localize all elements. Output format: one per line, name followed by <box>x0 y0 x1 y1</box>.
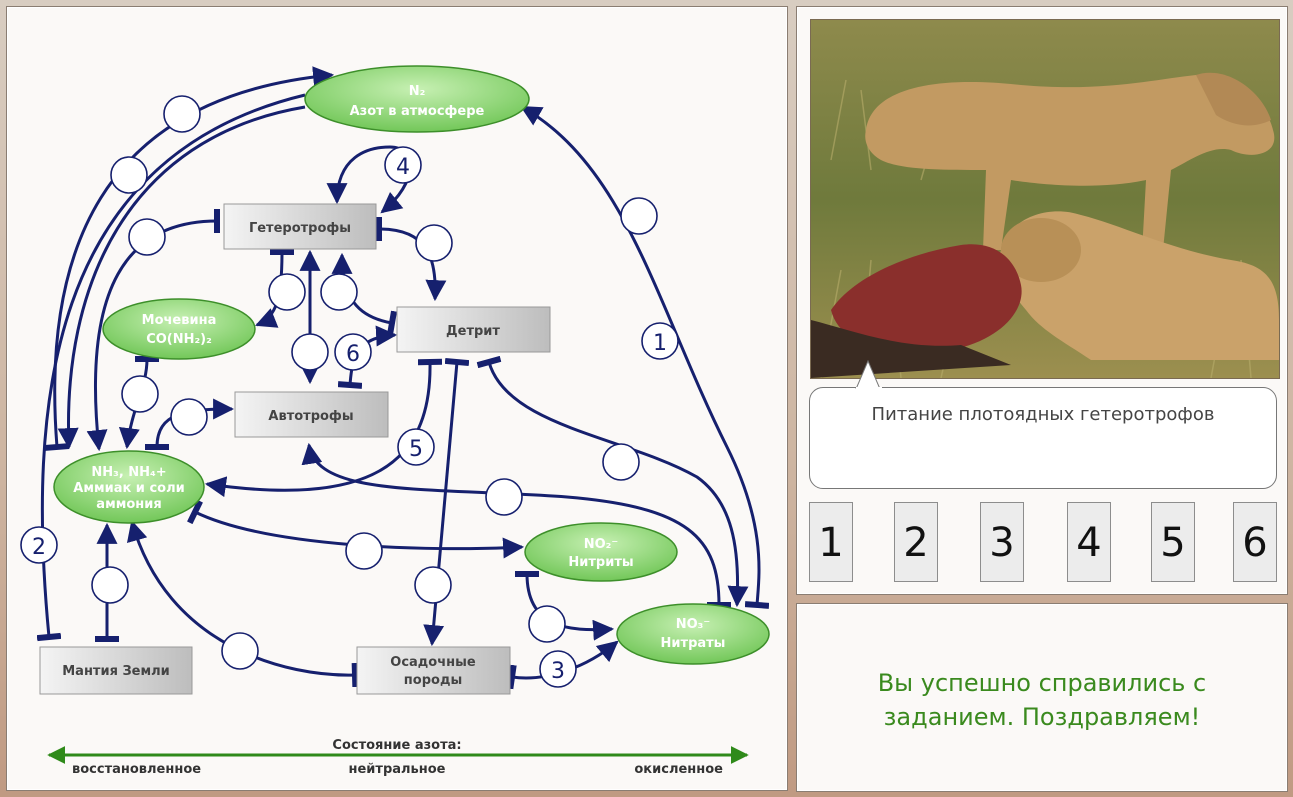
n2-label: Азот в атмосфере <box>350 104 485 119</box>
answer-button-2[interactable]: 2 <box>894 502 938 582</box>
answer-button-1[interactable]: 1 <box>809 502 853 582</box>
answer-slot[interactable] <box>121 375 159 413</box>
cycle-nodes: N₂ Азот в атмосфере Гетеротрофы Мочевина… <box>39 65 770 695</box>
nitrates-formula: NO₃⁻ <box>676 617 711 632</box>
marker-5: 5 <box>397 428 435 466</box>
node-detritus: Детрит <box>396 306 551 353</box>
marker-2-label: 2 <box>32 535 46 560</box>
answer-slot[interactable] <box>620 197 658 235</box>
answer-slot[interactable] <box>163 95 201 133</box>
node-urea: Мочевина CO(NH₂)₂ <box>102 298 256 360</box>
lionesses-photo <box>810 19 1280 379</box>
legend-neutral: нейтральное <box>349 762 446 777</box>
n2-formula: N₂ <box>409 84 426 99</box>
nitrogen-cycle-diagram: 1 2 3 4 5 6 N₂ Азот в атмосфере <box>6 6 788 791</box>
success-message: Вы успешно справились с заданием. Поздра… <box>797 666 1287 734</box>
ammonia-line1: NH₃, NH₄+ <box>91 465 166 480</box>
numbered-markers: 1 2 3 4 5 6 <box>20 146 679 688</box>
sediments-line2: породы <box>404 673 462 688</box>
answer-slots <box>91 95 658 670</box>
diagram-canvas: 1 2 3 4 5 6 N₂ Азот в атмосфере <box>20 65 770 777</box>
node-nitrites: NO₂⁻ Нитриты <box>524 522 678 582</box>
marker-2: 2 <box>20 526 58 564</box>
nitrites-label: Нитриты <box>568 555 633 570</box>
answer-slot[interactable] <box>170 398 208 436</box>
ammonia-line3: аммония <box>96 497 161 512</box>
legend-title: Состояние азота: <box>332 738 461 753</box>
answer-slot[interactable] <box>91 566 129 604</box>
node-sediments: Осадочные породы <box>356 646 511 695</box>
urea-line1: Мочевина <box>142 313 217 328</box>
mantle-label: Мантия Земли <box>62 664 170 679</box>
arrow-heterotrophs-self <box>326 145 412 214</box>
status-panel: Вы успешно справились с заданием. Поздра… <box>796 603 1288 792</box>
urea-line2: CO(NH₂)₂ <box>146 332 212 347</box>
bubble-tail <box>855 360 882 390</box>
marker-4-label: 4 <box>396 155 410 180</box>
answer-button-6[interactable]: 6 <box>1233 502 1277 582</box>
node-n2: N₂ Азот в атмосфере <box>304 65 530 133</box>
answer-slot[interactable] <box>415 224 453 262</box>
answer-button-3[interactable]: 3 <box>980 502 1024 582</box>
success-message-line1: Вы успешно справились с <box>877 669 1207 697</box>
arrow-heterotrophs-ammonia <box>86 208 221 452</box>
answer-slot[interactable] <box>291 333 329 371</box>
answer-slot[interactable] <box>345 532 383 570</box>
answer-button-4[interactable]: 4 <box>1067 502 1111 582</box>
answer-slot[interactable] <box>485 478 523 516</box>
answer-slot[interactable] <box>268 273 306 311</box>
photo-image <box>811 20 1279 378</box>
node-ammonia: NH₃, NH₄+ Аммиак и соли аммония <box>53 450 205 524</box>
legend-oxidized: окисленное <box>634 762 723 777</box>
answer-slot[interactable] <box>221 632 259 670</box>
arrow-autotrophs-nitrates <box>301 442 732 609</box>
marker-1: 1 <box>641 322 679 360</box>
ammonia-line2: Аммиак и соли <box>73 481 184 496</box>
photo-panel: Питание плотоядных гетеротрофов 1 2 3 4 … <box>796 6 1288 595</box>
legend-reduced: восстановленное <box>72 762 201 777</box>
answer-slot[interactable] <box>414 566 452 604</box>
nitrites-formula: NO₂⁻ <box>584 537 619 552</box>
marker-3-label: 3 <box>551 659 565 684</box>
node-autotrophs: Автотрофы <box>234 391 389 438</box>
heterotrophs-label: Гетеротрофы <box>249 221 351 236</box>
marker-1-label: 1 <box>653 331 667 356</box>
marker-5-label: 5 <box>409 437 423 462</box>
answer-slot[interactable] <box>602 443 640 481</box>
arrow-mantle-n2 <box>36 93 306 642</box>
node-mantle: Мантия Земли <box>39 646 193 695</box>
node-heterotrophs: Гетеротрофы <box>223 203 377 250</box>
marker-6: 6 <box>334 333 372 371</box>
nitrogen-state-legend: Состояние азота: восстановленное нейтрал… <box>47 738 749 777</box>
success-message-line2: заданием. Поздравляем! <box>883 703 1201 731</box>
autotrophs-label: Автотрофы <box>268 409 353 424</box>
answer-slot[interactable] <box>528 605 566 643</box>
caption-bubble: Питание плотоядных гетеротрофов <box>809 360 1277 489</box>
photo-caption: Питание плотоядных гетеротрофов <box>871 404 1215 425</box>
answer-slot[interactable] <box>320 273 358 311</box>
nitrates-label: Нитраты <box>661 636 726 651</box>
sediments-line1: Осадочные <box>390 655 476 670</box>
marker-6-label: 6 <box>346 342 360 367</box>
node-nitrates: NO₃⁻ Нитраты <box>616 603 770 665</box>
answer-slot[interactable] <box>110 156 148 194</box>
answer-button-5[interactable]: 5 <box>1151 502 1195 582</box>
marker-4: 4 <box>384 146 422 184</box>
marker-3: 3 <box>539 650 577 688</box>
answer-slot[interactable] <box>128 218 166 256</box>
detritus-label: Детрит <box>446 324 500 339</box>
